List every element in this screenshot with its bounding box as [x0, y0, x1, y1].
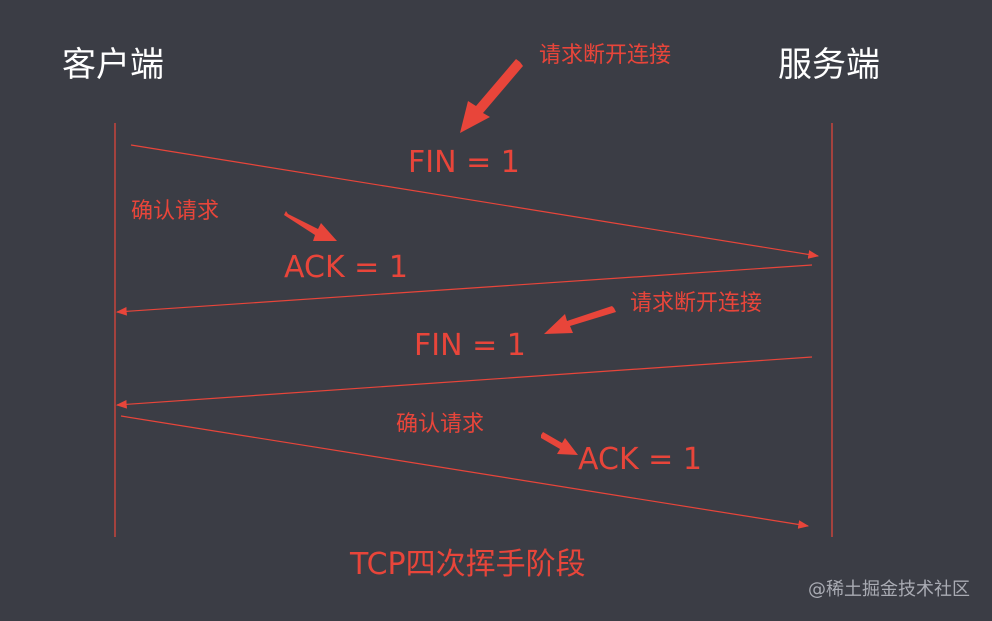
message-label: ACK = 1	[284, 250, 408, 285]
watermark: @稀土掘金技术社区	[808, 579, 970, 600]
message-note: 请求断开连接	[630, 291, 763, 316]
message-note: 请求断开连接	[539, 43, 672, 68]
pointer-arrow-icon	[284, 211, 337, 241]
message-arrow-2	[115, 264, 813, 316]
pointer-arrow-icon	[460, 59, 523, 133]
message-arrow-1	[130, 144, 820, 259]
pointer-arrow-icon	[544, 306, 616, 334]
client-label: 客户端	[62, 45, 164, 85]
message-label: FIN = 1	[414, 328, 526, 363]
diagram-caption: TCP四次挥手阶段	[350, 547, 586, 582]
message-label: FIN = 1	[408, 145, 520, 180]
pointer-arrow-icon	[541, 432, 578, 455]
message-label: ACK = 1	[578, 442, 702, 477]
message-note: 确认请求	[396, 412, 485, 437]
message-arrow-3	[115, 356, 813, 409]
message-arrow-4	[120, 415, 810, 529]
server-label: 服务端	[778, 45, 880, 85]
message-note: 确认请求	[131, 199, 220, 224]
